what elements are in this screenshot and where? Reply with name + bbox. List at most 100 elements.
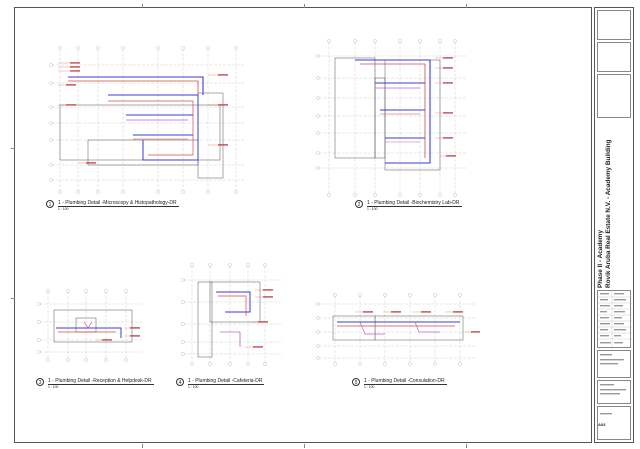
view-caption-3: 3 1 - Plumbing Detail -Reception & Helpd… bbox=[36, 378, 154, 390]
grid-bubble bbox=[104, 289, 108, 293]
plan-drawing-1 bbox=[49, 46, 244, 194]
annotation-tag bbox=[86, 162, 96, 164]
grid-bubble bbox=[190, 362, 194, 366]
pipe-run bbox=[360, 63, 426, 158]
border-tick bbox=[466, 4, 467, 8]
grid-bubble bbox=[181, 340, 185, 344]
grid-bubble bbox=[104, 358, 108, 362]
annotation-tag bbox=[218, 144, 228, 146]
grid-bubble bbox=[206, 46, 210, 50]
grid-bubble bbox=[327, 39, 331, 43]
plan-drawing-2 bbox=[316, 39, 466, 197]
view-title: 1 - Plumbing Detail -Cafeteria-DR bbox=[188, 378, 265, 385]
grid-bubble bbox=[383, 293, 387, 297]
view-caption-4: 4 1 - Plumbing Detail -Cafeteria-DR 1 : … bbox=[176, 378, 265, 390]
annotation-tag bbox=[218, 104, 228, 106]
border-tick bbox=[142, 4, 143, 8]
grid-bubble bbox=[453, 193, 457, 197]
annotation-tag bbox=[66, 84, 76, 86]
grid-bubble bbox=[181, 322, 185, 326]
border-tick bbox=[304, 4, 305, 8]
grid-bubble bbox=[408, 362, 412, 366]
plan-drawing-4 bbox=[181, 263, 281, 366]
annotation-tag bbox=[453, 311, 463, 313]
grid-bubble bbox=[316, 166, 320, 170]
project-title: Phase II - Academy Rovik Aruba Real Esta… bbox=[597, 128, 631, 288]
pipe-run bbox=[359, 321, 385, 335]
pipe-run bbox=[216, 291, 251, 313]
plumbing-view-3[interactable] bbox=[36, 288, 146, 363]
grid-bubble bbox=[37, 350, 41, 354]
view-title: 1 - Plumbing Detail -Reception & Helpdes… bbox=[48, 378, 154, 385]
grid-bubble bbox=[316, 114, 320, 118]
annotation-tag bbox=[391, 311, 401, 313]
grid-bubble bbox=[263, 263, 267, 267]
view-caption-5: 5 1 - Plumbing Detail -Consulation-DR 1 … bbox=[352, 378, 447, 390]
grid-bubble bbox=[121, 46, 125, 50]
grid-bubble bbox=[418, 39, 422, 43]
pipe-run bbox=[355, 59, 431, 164]
grid-bubble bbox=[228, 263, 232, 267]
grid-bubble bbox=[358, 293, 362, 297]
grid-bubble bbox=[49, 63, 53, 67]
border-tick bbox=[466, 444, 467, 448]
annotation-tag bbox=[421, 311, 431, 313]
annotation-tag bbox=[443, 57, 453, 59]
annotation-tag bbox=[130, 335, 140, 337]
grid-bubble bbox=[37, 302, 41, 306]
grid-bubble bbox=[58, 46, 62, 50]
grid-bubble bbox=[181, 190, 185, 194]
view-title: 1 - Plumbing Detail -Microscopy & Histop… bbox=[58, 200, 179, 207]
border-tick bbox=[11, 298, 15, 299]
grid-bubble bbox=[373, 193, 377, 197]
view-scale: 1 : 100 bbox=[364, 385, 375, 389]
grid-bubble bbox=[76, 46, 80, 50]
grid-bubble bbox=[333, 362, 337, 366]
grid-bubble bbox=[358, 362, 362, 366]
annotation-tag bbox=[443, 67, 453, 69]
grid-bubble bbox=[316, 151, 320, 155]
annotation-tag bbox=[471, 331, 480, 333]
annotation-tag bbox=[263, 296, 273, 298]
grid-bubble bbox=[453, 39, 457, 43]
grid-bubble bbox=[316, 96, 320, 100]
pipe-run bbox=[108, 94, 199, 161]
drawing-sheet bbox=[11, 4, 592, 448]
plumbing-view-4[interactable] bbox=[180, 262, 285, 367]
wall-outline bbox=[209, 281, 261, 323]
grid-bubble bbox=[181, 352, 185, 356]
sheet-title-lines bbox=[600, 354, 624, 365]
pipe-run bbox=[68, 76, 204, 95]
annotation-tag bbox=[66, 104, 76, 106]
annotation-tag bbox=[253, 346, 263, 348]
grid-bubble bbox=[156, 190, 160, 194]
wall-outline bbox=[332, 315, 464, 341]
grid-bubble bbox=[458, 362, 462, 366]
grid-bubble bbox=[181, 300, 185, 304]
grid-bubble bbox=[208, 362, 212, 366]
revision-box bbox=[597, 74, 631, 118]
project-phase: Phase II - Academy bbox=[597, 229, 604, 288]
plumbing-view-2[interactable] bbox=[315, 38, 470, 198]
wall-outline bbox=[374, 77, 386, 159]
grid-bubble bbox=[124, 358, 128, 362]
plumbing-view-1[interactable] bbox=[48, 45, 248, 195]
view-scale: 1 : 100 bbox=[188, 385, 199, 389]
grid-bubble bbox=[316, 302, 320, 306]
grid-bubble bbox=[316, 356, 320, 360]
annotation-tag bbox=[70, 62, 80, 64]
view-caption-2: 2 1 - Plumbing Detail -Biochemistry Lab-… bbox=[355, 200, 462, 212]
pipe-run bbox=[108, 100, 194, 156]
sheet-title-box bbox=[597, 350, 631, 378]
grid-bubble bbox=[246, 263, 250, 267]
annotation-tag bbox=[218, 74, 228, 76]
grid-bubble bbox=[433, 293, 437, 297]
annotation-tag bbox=[70, 70, 80, 72]
plumbing-view-5[interactable] bbox=[315, 292, 480, 367]
sheet-info-rows bbox=[598, 291, 632, 349]
grid-bubble bbox=[418, 193, 422, 197]
grid-bubble bbox=[373, 39, 377, 43]
grid-bubble bbox=[383, 362, 387, 366]
grid-bubble bbox=[316, 316, 320, 320]
plan-drawing-3 bbox=[37, 289, 142, 362]
